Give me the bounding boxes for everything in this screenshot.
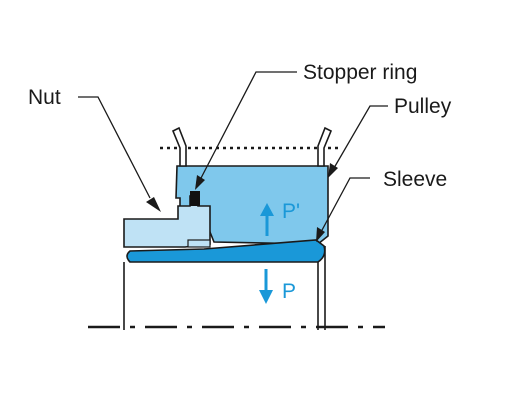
pulley-flange-left xyxy=(171,126,187,167)
force-label-down: P xyxy=(282,280,296,303)
leader-sleeve xyxy=(320,177,370,233)
label-nut: Nut xyxy=(28,86,61,109)
sleeve xyxy=(126,239,326,263)
label-sleeve: Sleeve xyxy=(383,168,447,191)
force-arrow-down xyxy=(259,269,273,304)
leader-sleeve-arrowhead xyxy=(316,227,325,242)
label-stopper-ring: Stopper ring xyxy=(303,61,417,84)
stopper-ring xyxy=(190,191,200,206)
leader-stopper-ring-arrowhead xyxy=(195,175,205,190)
label-pulley: Pulley xyxy=(394,95,452,118)
force-label-up: P' xyxy=(282,200,300,223)
leader-nut-arrowhead xyxy=(146,197,161,212)
leader-nut xyxy=(78,96,151,199)
pulley-flange-right xyxy=(317,126,333,167)
leader-pulley xyxy=(333,105,388,169)
leader-pulley-arrowhead xyxy=(328,163,338,178)
leader-stopper-ring xyxy=(199,71,297,181)
nut-step xyxy=(187,239,211,248)
force-arrow-up xyxy=(260,203,274,236)
